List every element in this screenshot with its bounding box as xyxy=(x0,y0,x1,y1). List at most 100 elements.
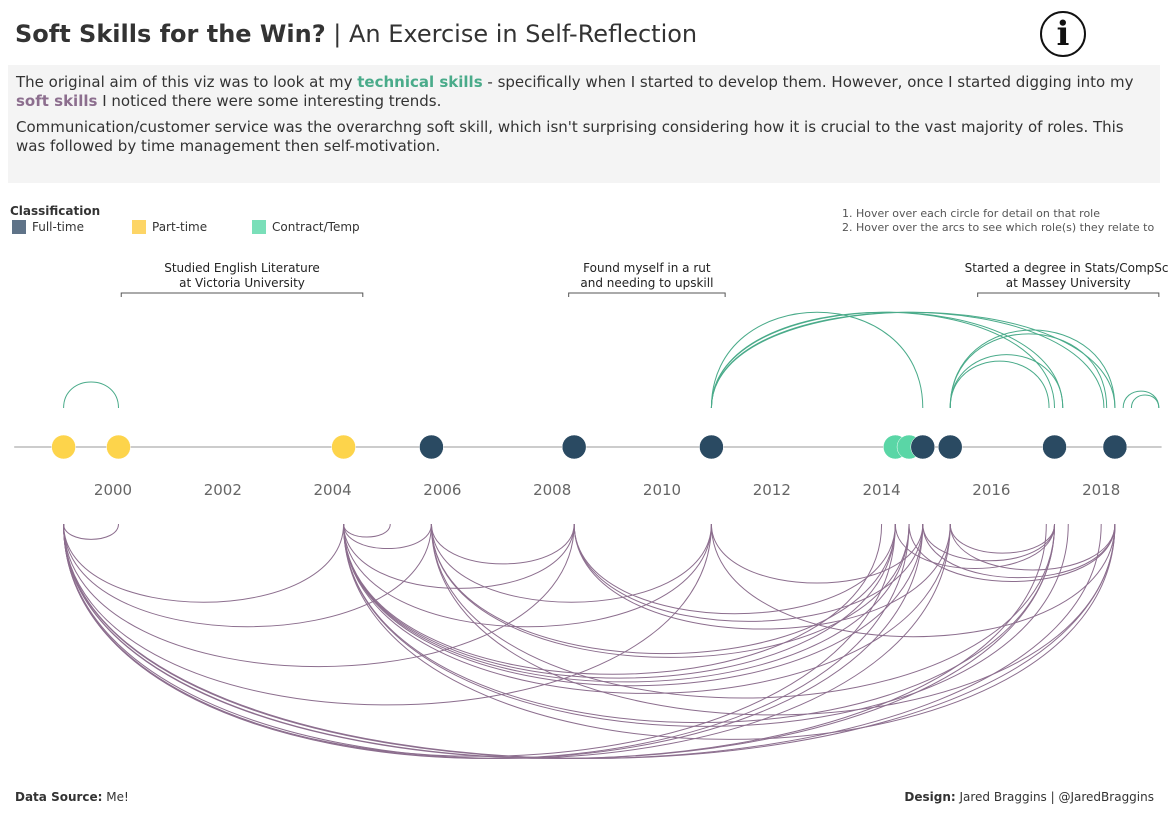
soft-skill-arc[interactable] xyxy=(430,523,575,565)
technical-skill-arc[interactable] xyxy=(710,311,924,409)
soft-skill-arc[interactable] xyxy=(343,523,432,549)
soft-skill-arc[interactable] xyxy=(430,523,1116,716)
role-circle[interactable] xyxy=(1102,434,1128,460)
description-panel: The original aim of this viz was to look… xyxy=(8,65,1160,183)
design-value: Jared Braggins | @JaredBraggins xyxy=(955,790,1154,804)
soft-skill-arc[interactable] xyxy=(710,523,1116,638)
soft-skill-arc[interactable] xyxy=(343,523,1116,740)
soft-skills-highlight: soft skills xyxy=(16,92,98,110)
soft-skill-arc[interactable] xyxy=(343,523,951,694)
soft-skill-arc[interactable] xyxy=(430,523,712,603)
soft-skill-arc[interactable] xyxy=(573,523,951,630)
soft-skill-arc[interactable] xyxy=(63,523,345,603)
legend-swatch-contract xyxy=(252,220,266,234)
x-tick-label: 2012 xyxy=(753,481,791,499)
role-circle[interactable] xyxy=(51,434,76,460)
description-paragraph-1: The original aim of this viz was to look… xyxy=(16,73,1152,111)
soft-skill-arc[interactable] xyxy=(63,523,951,759)
role-circle[interactable] xyxy=(937,434,963,460)
soft-skill-arc[interactable] xyxy=(63,523,1116,759)
soft-skill-arc[interactable] xyxy=(573,523,896,615)
soft-skill-arc[interactable] xyxy=(343,523,924,687)
annotation-bracket xyxy=(120,292,364,297)
technical-skill-arc[interactable] xyxy=(949,329,1116,409)
soft-skill-arc[interactable] xyxy=(573,523,924,622)
soft-skill-arc[interactable] xyxy=(63,523,712,706)
role-circle[interactable] xyxy=(1042,434,1067,460)
technical-skills-highlight: technical skills xyxy=(357,73,483,91)
legend-swatch-full-time xyxy=(12,220,26,234)
role-circle[interactable] xyxy=(910,434,936,460)
legend-item-contract[interactable]: Contract/Temp xyxy=(252,220,360,234)
soft-skill-arc[interactable] xyxy=(894,523,1056,569)
x-tick-label: 2014 xyxy=(863,481,901,499)
soft-skill-arc[interactable] xyxy=(343,523,575,589)
soft-skill-arc[interactable] xyxy=(949,523,1056,554)
annotation-line-2: at Massey University xyxy=(1006,276,1131,290)
soft-skill-arc[interactable] xyxy=(63,523,119,540)
technical-skill-arc[interactable] xyxy=(1130,394,1160,409)
soft-skill-arc[interactable] xyxy=(430,523,896,654)
role-circle[interactable] xyxy=(106,434,131,460)
soft-skill-arc[interactable] xyxy=(343,523,910,683)
legend-label-part-time: Part-time xyxy=(152,220,208,234)
title-subtitle: | An Exercise in Self-Reflection xyxy=(325,20,698,48)
x-tick-label: 2016 xyxy=(972,481,1010,499)
soft-skill-arc[interactable] xyxy=(710,523,924,584)
soft-skill-arc[interactable] xyxy=(63,523,1102,759)
hover-note-2: 2. Hover over the arcs to see which role… xyxy=(842,221,1155,234)
technical-skill-arc[interactable] xyxy=(1122,390,1160,409)
x-tick-label: 2010 xyxy=(643,481,681,499)
soft-skill-arc[interactable] xyxy=(430,523,910,658)
soft-skill-arc[interactable] xyxy=(63,523,575,668)
desc-text-a: The original aim of this viz was to look… xyxy=(16,73,358,91)
annotation-line-2: and needing to upskill xyxy=(580,276,713,290)
technical-skill-arc[interactable] xyxy=(710,311,1116,409)
desc-text-c: I noticed there were some interesting tr… xyxy=(97,92,442,110)
x-tick-label: 2002 xyxy=(204,481,242,499)
technical-skill-arc[interactable] xyxy=(63,381,119,409)
hover-note-1: 1. Hover over each circle for detail on … xyxy=(842,207,1100,220)
soft-skill-arc[interactable] xyxy=(63,523,432,628)
technical-skill-arc[interactable] xyxy=(710,311,1105,409)
data-source-value: Me! xyxy=(102,790,129,804)
role-circle[interactable] xyxy=(561,434,587,460)
soft-skill-arc[interactable] xyxy=(922,523,1116,579)
annotation-line-2: at Victoria University xyxy=(179,276,305,290)
soft-skill-arc[interactable] xyxy=(343,523,1069,727)
technical-skill-arc[interactable] xyxy=(710,311,1064,409)
soft-skill-arc[interactable] xyxy=(343,523,391,538)
soft-skill-arc[interactable] xyxy=(922,523,1056,562)
annotation-line-1: Studied English Literature xyxy=(164,261,320,275)
technical-skill-arc[interactable] xyxy=(710,311,1056,409)
x-tick-label: 2006 xyxy=(423,481,461,499)
role-circle[interactable] xyxy=(699,434,724,460)
annotation-line-1: Found myself in a rut xyxy=(583,261,711,275)
design-label: Design: xyxy=(904,790,956,804)
info-icon[interactable]: i xyxy=(1040,11,1086,57)
soft-skill-arc[interactable] xyxy=(63,523,910,759)
soft-skill-arc[interactable] xyxy=(343,523,883,675)
role-circle[interactable] xyxy=(419,434,444,460)
design-credit: Design: Jared Braggins | @JaredBraggins xyxy=(904,790,1154,804)
title-bold: Soft Skills for the Win? xyxy=(15,20,326,48)
technical-skill-arc[interactable] xyxy=(949,333,1108,409)
legend-label-full-time: Full-time xyxy=(32,220,84,234)
soft-skill-arc[interactable] xyxy=(430,523,1056,699)
annotation-line-1: Started a degree in Stats/CompSci xyxy=(965,261,1168,275)
soft-skill-arc[interactable] xyxy=(949,523,1116,571)
data-source-label: Data Source: xyxy=(15,790,103,804)
legend-title: Classification xyxy=(10,204,101,218)
soft-skill-arc[interactable] xyxy=(343,523,712,628)
soft-skill-arc[interactable] xyxy=(63,523,924,759)
legend-label-contract: Contract/Temp xyxy=(272,220,360,234)
desc-text-b: - specifically when I started to develop… xyxy=(482,73,1134,91)
soft-skill-arc[interactable] xyxy=(63,523,1047,759)
x-tick-label: 2018 xyxy=(1082,481,1120,499)
technical-skill-arc[interactable] xyxy=(949,360,1050,409)
technical-skill-arc[interactable] xyxy=(949,354,1064,409)
legend-item-part-time[interactable]: Part-time xyxy=(132,220,207,234)
legend-item-full-time[interactable]: Full-time xyxy=(12,220,84,234)
role-circle[interactable] xyxy=(331,434,356,460)
